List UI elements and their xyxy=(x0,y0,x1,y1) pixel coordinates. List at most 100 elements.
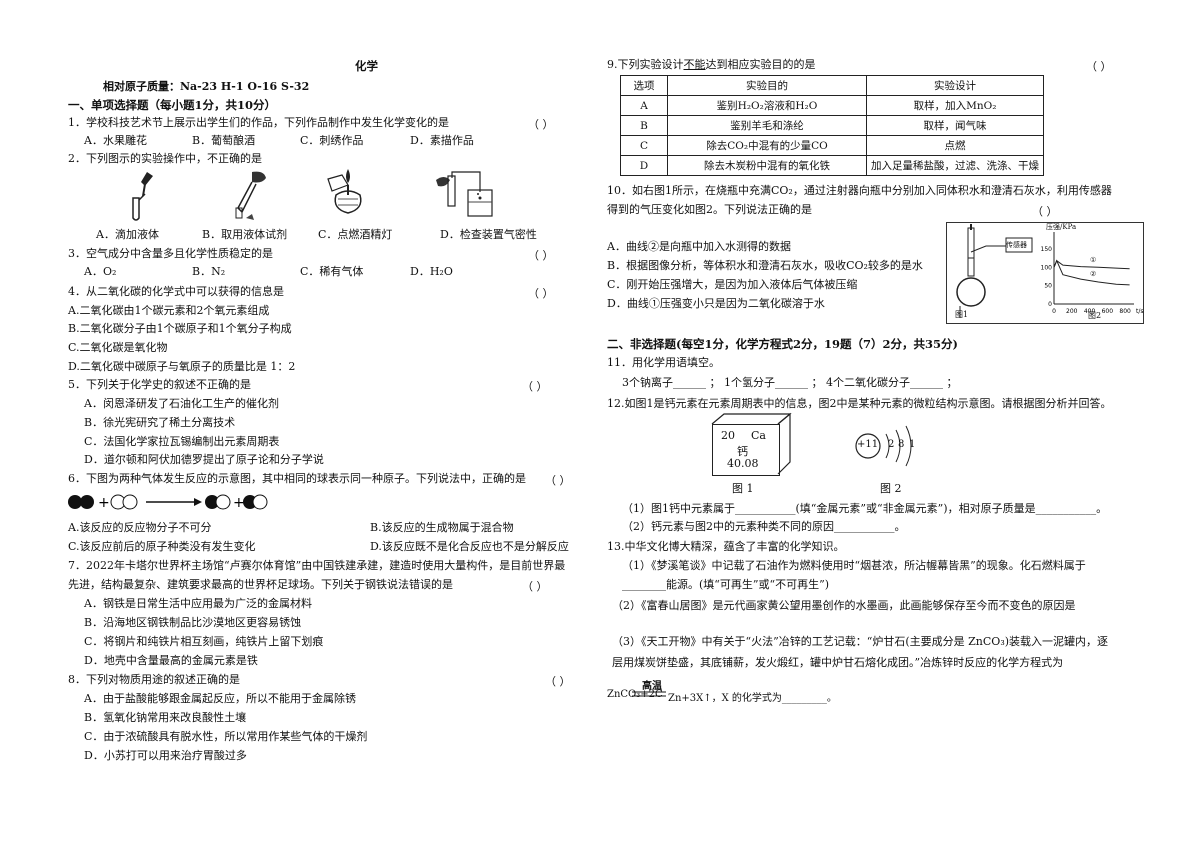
q4-option-b[interactable]: B.二氧化碳分子由1个碳原子和1个氧分子构成 xyxy=(68,322,292,335)
figure2-label: 图2 xyxy=(1088,311,1102,320)
q5-answer-paren[interactable]: （ ） xyxy=(522,380,548,393)
q8-option-a[interactable]: A．由于盐酸能够跟金属起反应，所以不能用于金属除锈 xyxy=(84,692,356,705)
element-card: 20 Ca 钙 40.08 xyxy=(712,424,780,476)
q8-option-d[interactable]: D．小苏打可以用来治疗胃酸过多 xyxy=(84,749,247,762)
flask-apparatus-figure xyxy=(956,224,1033,318)
shell1-electrons: 2 xyxy=(888,439,895,450)
curve2-label: ② xyxy=(1090,270,1097,278)
q13-part1-line1: （1）《梦溪笔谈》中记载了石油作为燃料使用时“烟甚浓，所沾幄幕皆黑”的现象。化石… xyxy=(622,559,1086,572)
q1-stem: 1．学校科技艺术节上展示出学生们的作品，下列作品制作中发生化学变化的是 xyxy=(68,116,449,129)
atom-structure-diagram xyxy=(855,425,912,467)
svg-text:+: + xyxy=(233,495,245,511)
reaction-diagram: + + xyxy=(68,494,268,511)
q7-stem-line2: 先进，结构最复杂、建筑要求最高的世界杯足球场。下列关于钢铁说法错误的是 xyxy=(68,578,453,591)
table-cell: 加入足量稀盐酸，过滤、洗涤、干燥 xyxy=(866,155,1044,176)
q5-stem: 5．下列关于化学史的叙述不正确的是 xyxy=(68,378,251,391)
q10-option-b[interactable]: B．根据图像分析，等体积水和澄清石灰水，吸收CO₂较多的是水 xyxy=(607,259,923,272)
q13-part3-line1: （3）《天工开物》中有关于“火法”冶锌的工艺记载：“炉甘石(主要成分是 ZnCO… xyxy=(612,635,1109,648)
q4-answer-paren[interactable]: （ ） xyxy=(528,287,554,300)
x-tick-label: 800 xyxy=(1119,308,1131,315)
x-tick-label: 400 xyxy=(1084,308,1096,315)
x-tick-label: 200 xyxy=(1066,308,1078,315)
q4-option-d[interactable]: D.二氧化碳中碳原子与氧原子的质量比是 1：2 xyxy=(68,360,296,373)
q4-option-c[interactable]: C.二氧化碳是氧化物 xyxy=(68,341,168,354)
q2-option-c[interactable]: C．点燃酒精灯 xyxy=(318,228,393,241)
q12-figure1-label: 图 1 xyxy=(732,482,754,495)
q3-option-c[interactable]: C．稀有气体 xyxy=(300,265,364,278)
q3-option-b[interactable]: B．N₂ xyxy=(192,265,226,278)
q5-option-b[interactable]: B．徐光宪研究了稀土分离技术 xyxy=(84,416,236,429)
q5-option-c[interactable]: C．法国化学家拉瓦锡编制出元素周期表 xyxy=(84,435,280,448)
alcohol-lamp-figure xyxy=(327,169,362,214)
q7-answer-paren[interactable]: （ ） xyxy=(522,580,548,593)
q2-stem-text: 2．下列图示的实验操作中，不正确的是 xyxy=(68,152,262,165)
q13-part1-line2[interactable]: ________能源。(填“可再生”或“不可再生”) xyxy=(622,578,830,591)
q11-blanks[interactable]: 3个钠离子______ ； 1个氢分子______ ； 4个二氧化碳分子____… xyxy=(622,376,958,389)
svg-text:+: + xyxy=(98,495,110,511)
figure1-label: 图1 xyxy=(955,310,969,319)
q3-answer-paren[interactable]: （ ） xyxy=(528,249,554,262)
q4-stem: 4．从二氧化碳的化学式中可以获得的信息是 xyxy=(68,285,284,298)
q5-option-a[interactable]: A．闵恩泽研发了石油化工生产的催化剂 xyxy=(84,397,279,410)
q8-option-c[interactable]: C．由于浓硫酸具有脱水性，所以常用作某些气体的干燥剂 xyxy=(84,730,368,743)
equation-condition: 高温 xyxy=(642,681,662,692)
q12-figure2-label: 图 2 xyxy=(880,482,902,495)
q8-answer-paren[interactable]: （ ） xyxy=(545,675,571,688)
q6-option-d[interactable]: D.该反应既不是化合反应也不是分解反应 xyxy=(370,540,569,553)
table-header-design: 实验设计 xyxy=(866,75,1044,96)
q8-option-b[interactable]: B．氢氧化钠常用来改良酸性土壤 xyxy=(84,711,247,724)
section1-heading: 一、单项选择题（每小题1分，共10分） xyxy=(68,98,277,112)
q10-answer-paren[interactable]: （ ） xyxy=(1032,205,1058,218)
q6-option-b[interactable]: B.该反应的生成物属于混合物 xyxy=(370,521,514,534)
q10-stem-line2: 得到的气压变化如图2。下列说法正确的是 xyxy=(607,203,812,216)
element-mass: 40.08 xyxy=(727,457,759,470)
q7-option-a[interactable]: A．钢铁是日常生活中应用最为广泛的金属材料 xyxy=(84,597,312,610)
q1-answer-paren[interactable]: （ ） xyxy=(528,118,554,131)
chart-ylabel: 压强/KPa xyxy=(1046,223,1077,231)
q1-option-a[interactable]: A．水果雕花 xyxy=(84,134,147,147)
q5-option-d[interactable]: D．道尔顿和阿伏加德罗提出了原子论和分子学说 xyxy=(84,453,324,466)
table-row: A 鉴别H₂O₂溶液和H₂O 取样，加入MnO₂ xyxy=(620,95,1044,116)
q3-option-a[interactable]: A．O₂ xyxy=(84,265,117,278)
q1-option-c[interactable]: C．刺绣作品 xyxy=(300,134,364,147)
q10-option-a[interactable]: A．曲线②是向瓶中加入水测得的数据 xyxy=(607,240,791,253)
q12-part1[interactable]: （1）图1钙中元素属于___________(填“金属元素”或“非金属元素”)，… xyxy=(622,502,1108,515)
q13-part2[interactable]: （2）《富春山居图》是元代画家黄公望用墨创作的水墨画，此画能够保存至今而不变色的… xyxy=(612,599,1076,612)
q10-option-c[interactable]: C．刚开始压强增大，是因为加入液体后气体被压缩 xyxy=(607,278,858,291)
table-cell: C xyxy=(620,135,668,156)
q7-option-c[interactable]: C．将钢片和纯铁片相互刻画，纯铁片上留下划痕 xyxy=(84,635,324,648)
q7-stem-line1: 7．2022年卡塔尔世界杯主场馆“卢赛尔体育馆”由中国铁建承建，建造时使用大量构… xyxy=(68,559,566,572)
q11-stem: 11．用化学用语填空。 xyxy=(607,356,720,369)
q2-option-a[interactable]: A．滴加液体 xyxy=(96,228,159,241)
y-tick-label: 100 xyxy=(1041,264,1053,271)
q1-option-b[interactable]: B．葡萄酿酒 xyxy=(192,134,256,147)
q12-part2[interactable]: （2）钙元素与图2中的元素种类不同的原因___________。 xyxy=(622,520,906,533)
y-tick-label: 0 xyxy=(1048,301,1052,308)
q4-option-a[interactable]: A.二氧化碳由1个碳元素和2个氧元素组成 xyxy=(68,304,270,317)
q6-option-a[interactable]: A.该反应的反应物分子不可分 xyxy=(68,521,212,534)
q7-option-b[interactable]: B．沿海地区钢铁制品比沙漠地区更容易锈蚀 xyxy=(84,616,302,629)
y-tick-label: 50 xyxy=(1044,283,1052,290)
q3-option-d[interactable]: D．H₂O xyxy=(410,265,453,278)
table-cell: A xyxy=(620,95,668,116)
atomic-mass-line: 相对原子质量：Na-23 H-1 O-16 S-32 xyxy=(103,80,310,93)
q10-option-d[interactable]: D．曲线①压强变小只是因为二氧化碳溶于水 xyxy=(607,297,825,310)
q2-option-b[interactable]: B．取用液体试剂 xyxy=(202,228,288,241)
q7-option-d[interactable]: D．地壳中含量最高的金属元素是铁 xyxy=(84,654,258,667)
table-cell: 取样，闻气味 xyxy=(866,115,1044,136)
q3-stem: 3．空气成分中含量多且化学性质稳定的是 xyxy=(68,247,273,260)
q9-stem: 9.下列实验设计不能达到相应实验目的的是 xyxy=(607,58,816,72)
table-cell: 鉴别羊毛和涤纶 xyxy=(667,115,867,136)
q6-answer-paren[interactable]: （ ） xyxy=(545,474,571,487)
q1-option-d[interactable]: D．素描作品 xyxy=(410,134,474,147)
element-number: 20 xyxy=(721,429,735,442)
q9-table: 选项 实验目的 实验设计 A 鉴别H₂O₂溶液和H₂O 取样，加入MnO₂ B … xyxy=(620,75,1044,176)
q9-answer-paren[interactable]: （ ） xyxy=(1086,60,1112,73)
element-name: 钙 xyxy=(737,445,748,458)
shell2-electrons: 8 xyxy=(898,439,905,450)
shell3-electrons: 1 xyxy=(909,439,916,450)
equation-right[interactable]: Zn+3X↑，X 的化学式为_________。 xyxy=(668,693,837,704)
page-title: 化学 xyxy=(355,59,378,73)
q6-option-c[interactable]: C.该反应前后的原子种类没有发生变化 xyxy=(68,540,256,553)
q2-option-d[interactable]: D．检查装置气密性 xyxy=(440,228,537,241)
